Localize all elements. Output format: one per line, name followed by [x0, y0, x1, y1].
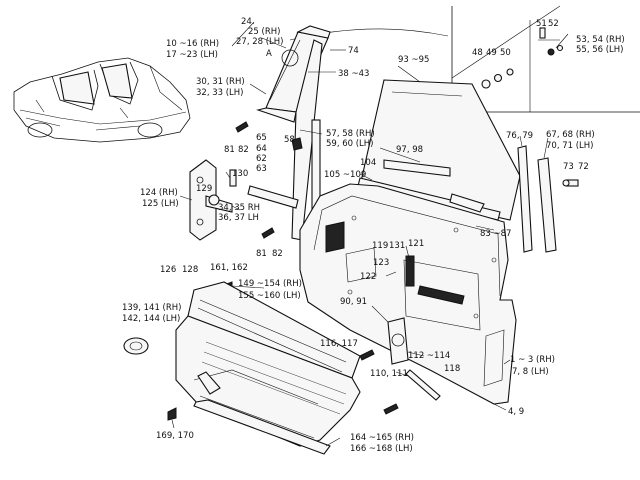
car-illustration: [13, 57, 191, 143]
label-142-144: 142, 144 (LH): [122, 314, 180, 324]
label-81b: 81: [256, 249, 267, 259]
label-164-165: 164 ~165 (RH): [350, 433, 414, 443]
label-65: 65: [256, 133, 267, 143]
label-24: 24.: [241, 17, 255, 27]
label-59-60: 59, 60 (LH): [326, 139, 374, 149]
label-125: 125 (LH): [142, 199, 179, 209]
label-119: 119: [372, 241, 388, 251]
label-10-16: 10 ~16 (RH): [166, 39, 219, 49]
label-130: 130: [232, 169, 248, 179]
label-53-54: 53, 54 (RH): [576, 35, 625, 45]
label-128: 128: [182, 265, 198, 275]
label-118: 118: [444, 364, 460, 374]
label-72: 72: [578, 162, 589, 172]
label-131: 131: [389, 241, 405, 251]
glass-channel-upper: [383, 159, 451, 177]
door-hinge: [189, 159, 237, 241]
label-58: 58: [284, 135, 295, 145]
inner-door-panel: [299, 183, 517, 405]
label-81a: 81: [224, 145, 235, 155]
label-49: 49: [486, 48, 497, 58]
label-48: 48: [472, 48, 483, 58]
label-A: A: [266, 49, 272, 59]
leader-lines: [171, 21, 569, 447]
label-104: 104: [360, 158, 376, 168]
lower-sash-bracket: [247, 185, 299, 209]
label-139-141: 139, 141 (RH): [122, 303, 181, 313]
label-1-3: 1 ~ 3 (RH): [510, 355, 555, 365]
label-126: 126: [160, 265, 176, 275]
label-67-68: 67, 68 (RH): [546, 130, 595, 140]
lower-trim-strip: [193, 399, 331, 455]
label-82b: 82: [272, 249, 283, 259]
window-regulator: [387, 317, 409, 365]
label-52: 52: [548, 19, 559, 29]
label-149-154: 149 ~154 (RH): [238, 279, 302, 289]
label-70-71: 70, 71 (LH): [546, 141, 594, 151]
label-93-95: 93 ~95: [398, 55, 429, 65]
label-38-43: 38 ~43: [338, 69, 369, 79]
run-channel-left: [517, 145, 533, 253]
label-82a: 82: [238, 145, 249, 155]
regulator-arm: [405, 369, 441, 401]
label-62: 62: [256, 154, 267, 164]
detail-inset-box: [451, 5, 640, 113]
label-116-117: 116, 117: [320, 339, 358, 349]
label-161-162: 161, 162: [210, 263, 248, 273]
label-57-58: 57, 58 (RH): [326, 129, 375, 139]
label-30-31: 30, 31 (RH): [196, 77, 245, 87]
label-112-114: 112 ~114: [408, 351, 450, 361]
label-36-37: 36, 37 LH: [218, 213, 259, 223]
label-74: 74: [348, 46, 359, 56]
window-sash-frame: [256, 25, 331, 241]
label-17-23: 17 ~23 (LH): [166, 50, 218, 60]
door-glass: [359, 79, 521, 221]
label-64: 64: [256, 144, 267, 154]
run-channel-right: [537, 157, 557, 253]
label-4-9: 4, 9: [508, 407, 524, 417]
label-63: 63: [256, 164, 267, 174]
label-76-79: 76, 79: [506, 131, 533, 141]
part-number-labels: 24. 25 (RH) 27, 28 (LH) A 10 ~16 (RH) 17…: [122, 17, 625, 454]
label-105-109: 105 ~109: [324, 170, 366, 180]
label-73: 73: [563, 162, 574, 172]
label-34-35: 34, 35 RH: [218, 203, 260, 213]
label-7-8: 7, 8 (LH): [512, 367, 549, 377]
label-122: 122: [360, 272, 376, 282]
label-123: 123: [373, 258, 389, 268]
label-32-33: 32, 33 (LH): [196, 88, 244, 98]
label-27-28: 27, 28 (LH): [236, 37, 284, 47]
label-110-111: 110, 111: [370, 369, 408, 379]
label-129: 129: [196, 184, 212, 194]
label-50: 50: [500, 48, 511, 58]
label-83-87: 83 ~87: [480, 229, 511, 239]
label-97-98: 97, 98: [396, 145, 423, 155]
escutcheon: [123, 337, 149, 355]
label-90-91: 90, 91: [340, 297, 367, 307]
label-25: 25 (RH): [248, 27, 280, 37]
label-166-168: 166 ~168 (LH): [350, 444, 413, 454]
label-155-160: 155 ~160 (LH): [238, 291, 301, 301]
label-169-170: 169, 170: [156, 431, 194, 441]
label-121: 121: [408, 239, 424, 249]
label-51: 51: [536, 19, 547, 29]
label-55-56: 55, 56 (LH): [576, 45, 624, 55]
label-124: 124 (RH): [140, 188, 178, 198]
